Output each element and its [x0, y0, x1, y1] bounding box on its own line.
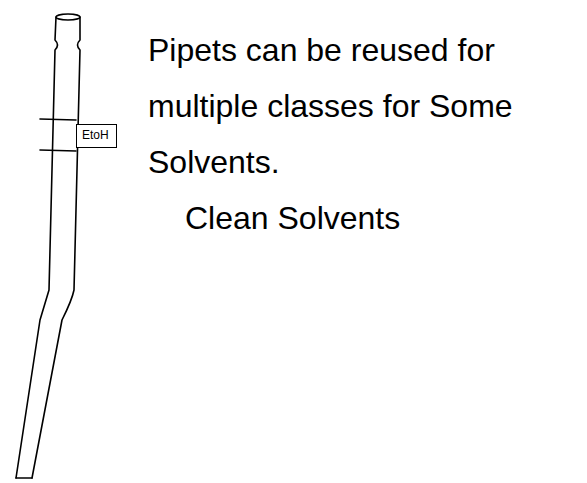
- label-band: [40, 119, 76, 120]
- pipet-wall: [32, 17, 80, 478]
- handwritten-note: Pipets can be reused for multiple classe…: [148, 22, 578, 190]
- pipet-tip: [16, 477, 32, 479]
- handwritten-note: Clean Solvents: [185, 190, 575, 246]
- label-tag: EtoH: [76, 124, 117, 148]
- pipet-opening: [56, 14, 80, 20]
- pipet-wall: [16, 17, 58, 478]
- label-band: [40, 150, 76, 151]
- tag-text: EtoH: [82, 128, 111, 142]
